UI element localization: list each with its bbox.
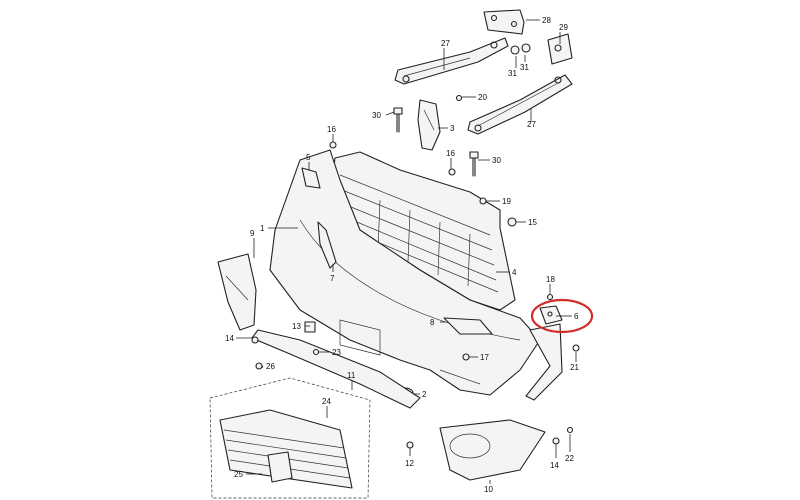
callout-30a: 30 (372, 111, 381, 120)
bracket-13 (304, 321, 316, 333)
bracket-nuts (510, 43, 531, 55)
callout-13: 13 (292, 322, 301, 331)
fasteners (251, 94, 580, 449)
callout-9: 9 (250, 229, 255, 238)
callout-8: 8 (430, 318, 435, 327)
callout-17: 17 (480, 353, 489, 362)
callout-25: 25 (234, 470, 243, 479)
callout-14a: 14 (225, 334, 234, 343)
callout-4: 4 (512, 268, 517, 277)
callout-11: 11 (347, 371, 356, 380)
callout-21: 21 (570, 363, 579, 372)
leader-lines (236, 19, 577, 484)
callout-31b: 31 (520, 63, 529, 72)
top-mount-bracket (483, 9, 525, 35)
callout-2: 2 (422, 390, 427, 399)
center-bracket (417, 99, 441, 151)
callout-19: 19 (502, 197, 511, 206)
lower-spoiler-11 (251, 329, 421, 409)
callout-18: 18 (546, 275, 555, 284)
callout-29: 29 (559, 23, 568, 32)
bolt-right (469, 151, 479, 177)
callout-15: 15 (528, 218, 537, 227)
upper-right-bracket (467, 74, 573, 135)
bracket-6-highlighted (539, 305, 563, 325)
highlight-ring (530, 298, 594, 334)
callout-30b: 30 (492, 156, 501, 165)
callout-27a: 27 (441, 39, 450, 48)
callout-16b: 16 (446, 149, 455, 158)
callout-7: 7 (330, 274, 335, 283)
callout-31a: 31 (508, 69, 517, 78)
side-mount-bracket (547, 33, 573, 65)
bolt-left (393, 107, 403, 133)
callout-24: 24 (322, 397, 331, 406)
bracket-5 (301, 167, 321, 189)
lower-grille-24 (209, 377, 371, 499)
callout-20: 20 (478, 93, 487, 102)
callout-10: 10 (484, 485, 493, 494)
callout-5: 5 (306, 153, 311, 162)
callout-16a: 16 (327, 125, 336, 134)
bracket-8 (443, 317, 493, 335)
callout-22: 22 (565, 454, 574, 463)
callout-1: 1 (260, 224, 265, 233)
callout-12: 12 (405, 459, 414, 468)
callout-23: 23 (332, 348, 341, 357)
callout-14b: 14 (550, 461, 559, 470)
side-panel-9 (217, 253, 257, 331)
side-bracket-right (525, 323, 563, 401)
callout-3: 3 (450, 124, 455, 133)
fog-light-bezel-10 (439, 419, 546, 481)
upper-left-bracket (394, 37, 509, 85)
callout-26: 26 (266, 362, 275, 371)
callout-28: 28 (542, 16, 551, 25)
callout-6: 6 (574, 312, 579, 321)
callout-labels: 27 28 29 31 31 30 20 3 27 30 16 16 5 19 … (225, 16, 579, 494)
callout-27b: 27 (527, 120, 536, 129)
